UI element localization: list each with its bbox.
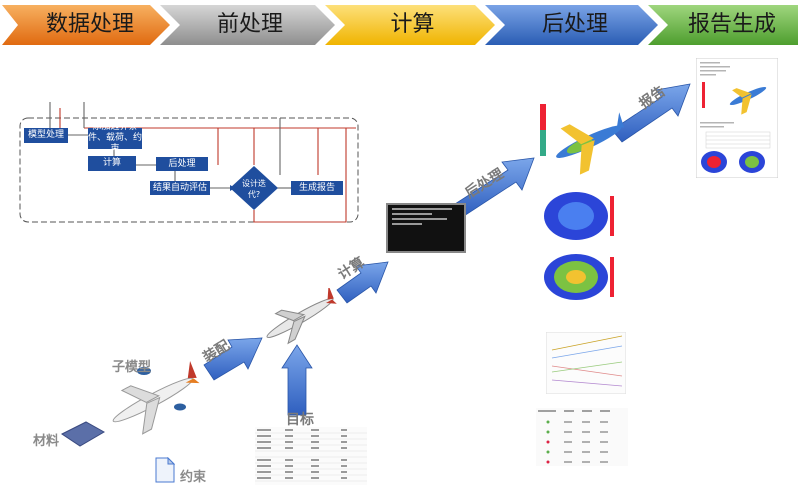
arrow-assembly: [203, 337, 263, 381]
stage-chevron-5: [648, 5, 798, 45]
turbine-contour-thumbnail-1: [540, 190, 620, 242]
stage-label-1: 数据处理: [45, 12, 134, 37]
label-target: 目标: [286, 412, 314, 428]
turbine-contour-thumbnail-2: [544, 254, 614, 300]
stage-label-2: 前处理: [216, 12, 283, 37]
assembled-aircraft-image: [266, 288, 337, 345]
stage-chevron-3: [325, 5, 495, 45]
results-table-thumbnail: [536, 408, 628, 466]
constraint-document-icon: [155, 457, 175, 483]
submodel-aircraft-image: [112, 361, 200, 435]
process-bar: [2, 5, 798, 45]
arrow-compute: [336, 261, 389, 304]
stage-chevron-2: [160, 5, 335, 45]
stage-label-3: 计算: [390, 12, 435, 37]
flow-box-compute: 计算: [88, 156, 136, 171]
arrow-postprocess: [454, 157, 535, 217]
stage-chevron-4: [485, 5, 658, 45]
flow-box-auto-eval: 结果自动评估: [150, 181, 210, 195]
arrow-report: [611, 83, 691, 143]
flow-box-gen-report: 生成报告: [291, 181, 343, 195]
results-line-chart-thumbnail: [546, 332, 626, 394]
solver-terminal-thumbnail: [386, 203, 466, 253]
arrow-target: [281, 344, 313, 416]
decision-diamond: [230, 166, 278, 210]
stage-label-4: 后处理: [541, 12, 608, 37]
stress-contour-aircraft-thumbnail: [540, 104, 625, 175]
stage-label-5: 报告生成: [687, 12, 776, 37]
flow-box-postprocess: 后处理: [156, 157, 208, 171]
flowchart-frame: [19, 117, 359, 223]
material-sample-image: [61, 421, 105, 447]
flow-box-model-processing: 模型处理: [24, 128, 68, 143]
flow-box-design-iter: 设计迭代?: [242, 179, 266, 199]
label-submodel: 子模型: [112, 360, 152, 375]
label-material: 材料: [33, 434, 60, 449]
report-document-thumbnail: [696, 58, 778, 178]
label-constraint: 约束: [180, 470, 207, 485]
stage-chevron-1: [2, 5, 170, 45]
target-table-thumbnail: [255, 427, 367, 485]
